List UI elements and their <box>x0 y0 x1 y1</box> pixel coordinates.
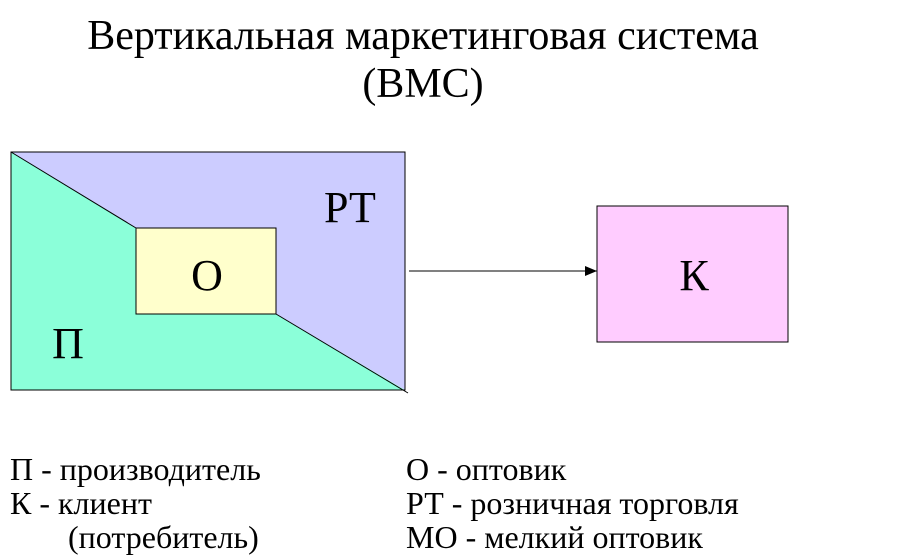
legend-wholesaler: О - оптовик <box>406 451 567 487</box>
producer-region <box>11 152 405 390</box>
legend-client-note: (потребитель) <box>68 519 259 555</box>
retail-label: РТ <box>324 183 376 232</box>
client-label: К <box>679 251 709 300</box>
wholesaler-label: О <box>191 251 223 300</box>
legend-small-wholesaler: МО - мелкий оптовик <box>406 519 703 555</box>
client-box <box>596 205 789 343</box>
legend-producer: П - производитель <box>10 451 261 487</box>
title-line-2: (ВМС) <box>362 61 484 107</box>
legend-client: К - клиент <box>10 485 152 521</box>
producer-label: П <box>52 319 84 368</box>
page-title: Вертикальная маркетинговая система (ВМС) <box>0 12 846 108</box>
main-box-border <box>10 151 406 391</box>
diagonal-line-top <box>10 151 137 229</box>
wholesaler-box <box>135 227 277 315</box>
diagonal-line-bottom <box>275 313 409 394</box>
legend-retail: РТ - розничная торговля <box>406 485 739 521</box>
title-line-1: Вертикальная маркетинговая система <box>87 13 759 59</box>
